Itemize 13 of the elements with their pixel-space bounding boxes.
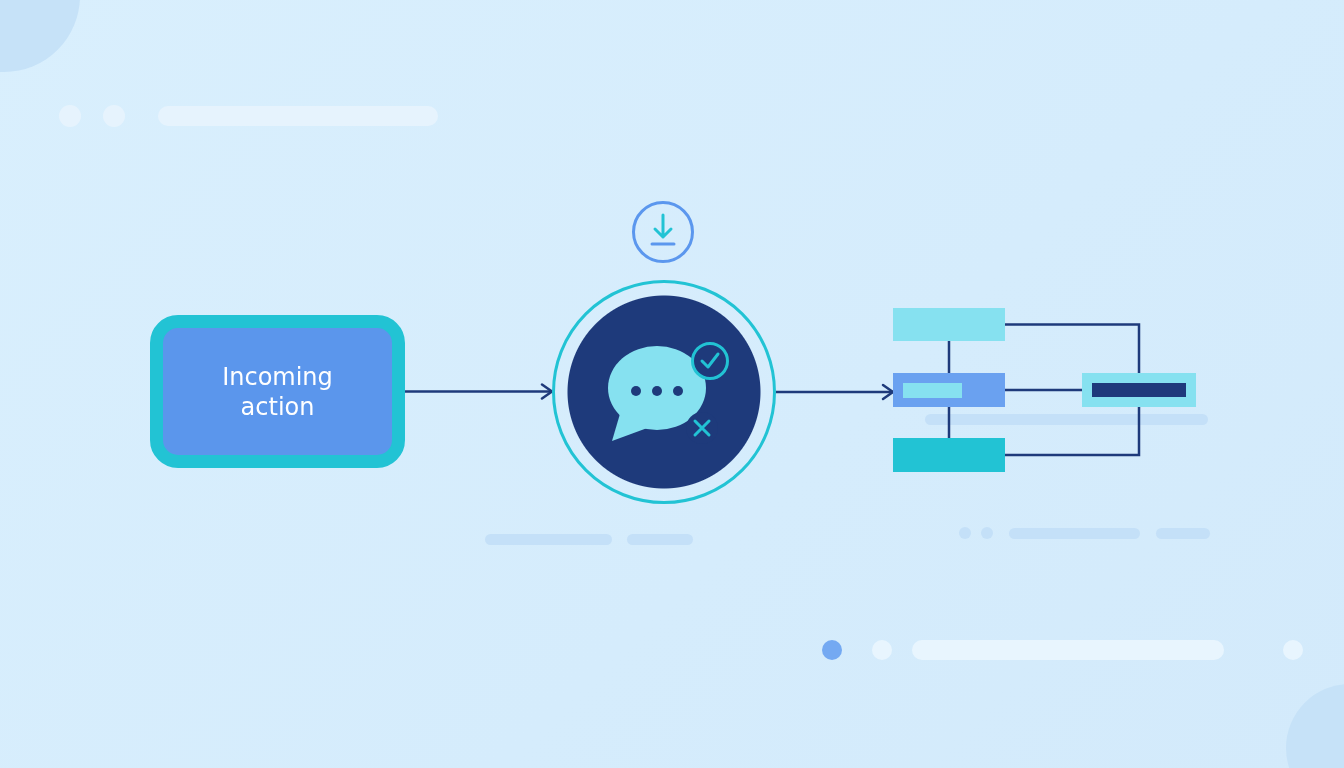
node-label: Incoming action: [221, 361, 334, 422]
connector-line: [1005, 388, 1082, 392]
connector-line: [947, 407, 951, 438]
connector-line: [1005, 407, 1141, 457]
connector-line: [947, 341, 951, 373]
flow-box: [893, 438, 1005, 472]
connector-line: [1005, 323, 1141, 373]
arrow: [405, 383, 554, 400]
flow-box: [1082, 373, 1196, 407]
flow-box: [893, 308, 1005, 341]
arrow: [776, 383, 895, 401]
process-box: [150, 315, 405, 468]
flow-box: [893, 373, 1005, 407]
